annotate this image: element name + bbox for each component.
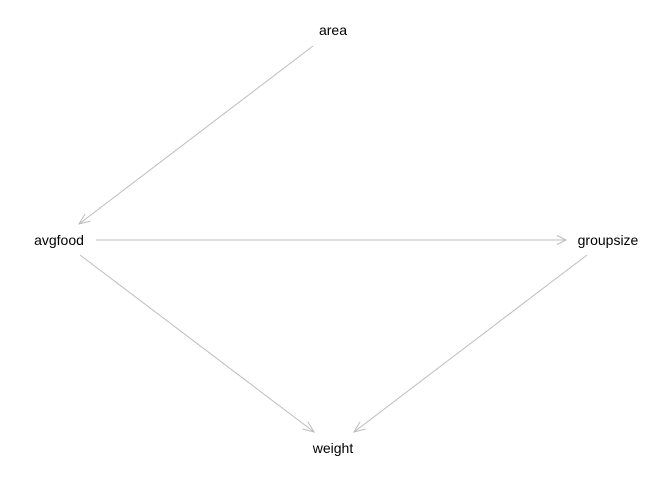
node-area: area <box>319 22 347 38</box>
node-avgfood: avgfood <box>34 232 84 248</box>
nodes: area avgfood groupsize weight <box>34 22 638 456</box>
edge-groupsize-weight <box>352 254 588 433</box>
edges <box>77 45 588 433</box>
edge-avgfood-groupsize <box>96 235 568 245</box>
edge-avgfood-weight <box>79 254 316 433</box>
node-weight: weight <box>312 440 354 456</box>
node-groupsize: groupsize <box>578 232 639 248</box>
edge-area-avgfood <box>77 45 314 225</box>
